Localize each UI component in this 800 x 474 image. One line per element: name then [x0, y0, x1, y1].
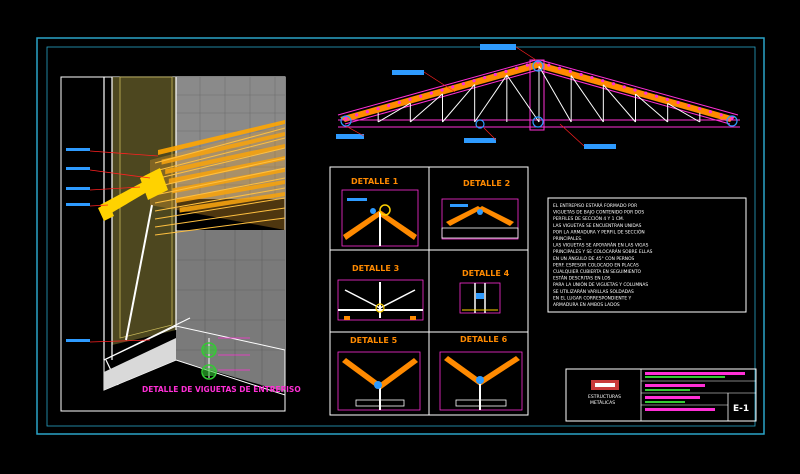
note-line: CUALQUIER CUBIERTA EN SEGUIMIENTO — [553, 269, 641, 275]
note-line: POR LA ARMADURA Y PERFIL DE SECCIÓN — [553, 228, 645, 235]
note-line: PERF. ESPESOR COLOCADO EN PLACAS — [553, 262, 639, 268]
detail-3-label: DETALLE 3 — [352, 264, 399, 273]
note-line: EN UN ÁNGULO DE 45° CON PERNOS — [553, 255, 635, 262]
details-grid: DETALLE 1 DETALLE 2 DETALLE 3 DETALLE 4 … — [329, 166, 529, 416]
detail-1-label: DETALLE 1 — [351, 177, 399, 186]
detail-5-label: DETALLE 5 — [350, 336, 398, 345]
detail-1-drawing — [341, 189, 419, 247]
note-line: VIGUETAS DE BAJO CONTENIDO POR DOS — [553, 210, 644, 216]
detail-2-label: DETALLE 2 — [463, 179, 510, 188]
detail-3-drawing — [337, 279, 424, 321]
company-name-bottom: METÁLICAS — [590, 399, 615, 406]
floor-joist-perspective: DETALLE DE VIGUETAS DE ENTREPISO — [60, 76, 301, 412]
sheet-code: E-1 — [733, 404, 749, 414]
note-line: PERFILES DE SECCIÓN 4 Y 1 CM. — [553, 215, 624, 222]
legend-symbol — [201, 337, 250, 380]
inner-border — [46, 46, 756, 427]
note-line: EL ENTREPISO ESTARÁ FORMADO POR — [553, 202, 637, 209]
note-line: LAS VIGUETAS SE ENCUENTRAN UNIDAS — [553, 223, 642, 229]
note-line: ARMADURA EN AMBOS LADOS — [553, 302, 620, 308]
note-line: PARA LA UNIÓN DE VIGUETAS Y COLUMNAS — [553, 281, 648, 288]
roof-truss-elevation — [336, 44, 740, 149]
detail-6-label: DETALLE 6 — [460, 335, 508, 344]
detail-6-drawing — [439, 351, 523, 411]
note-line: LAS VIGUETAS SE APOYARÁN EN LAS VIGAS — [553, 242, 649, 249]
note-line: EN EL LUGAR CORRESPONDIENTE Y — [553, 295, 632, 301]
detail-2-drawing — [441, 198, 519, 240]
outer-border — [36, 37, 765, 435]
detail-5-drawing — [337, 351, 421, 411]
title-block: ESTRUCTURAS METÁLICAS E-1 — [565, 368, 757, 422]
note-line: PRINCIPALES Y SE COLOCARÁN SOBRE ELLAS — [553, 248, 653, 255]
general-notes: EL ENTREPISO ESTARÁ FORMADO PORVIGUETAS … — [547, 197, 747, 313]
note-line: ESTÁN DESCRITAS EN LOS — [553, 275, 611, 282]
company-name-top: ESTRUCTURAS — [588, 394, 621, 400]
perspective-caption: DETALLE DE VIGUETAS DE ENTREPISO — [142, 385, 301, 394]
detail-4-label: DETALLE 4 — [462, 269, 510, 278]
note-line: SE UTILIZARÁN VARILLAS SOLDADAS — [553, 288, 634, 295]
note-line: PRINCIPALES. — [553, 236, 582, 242]
detail-4-drawing — [459, 282, 501, 314]
